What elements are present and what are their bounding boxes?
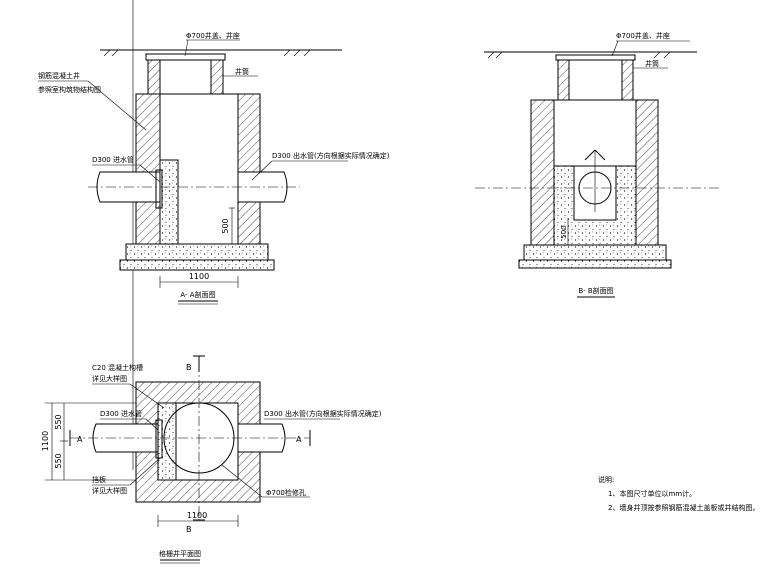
dim-500-b: 500 bbox=[560, 225, 568, 238]
neck-wall-left-b bbox=[557, 59, 570, 101]
well-wall-left bbox=[135, 93, 161, 245]
dim-1100: 1100 bbox=[189, 272, 209, 281]
neck-wall-left bbox=[147, 59, 161, 95]
plan-dim-width: 1100 bbox=[187, 511, 207, 520]
plan-view: A A B B 1100 550 550 1100 C20 混凝土构槽 详见大样… bbox=[41, 355, 382, 564]
manhole-label: Φ700检修孔 bbox=[266, 488, 306, 497]
base-slab-b bbox=[523, 244, 667, 261]
notes-line-1: 1、本图尺寸单位以mm计。 bbox=[608, 489, 696, 498]
outlet-label: D300 出水管(方向根据实际情况确定) bbox=[272, 151, 390, 160]
well-wall-right-b bbox=[635, 99, 659, 246]
baffle bbox=[155, 169, 163, 209]
baffle-label-1: 挡板 bbox=[92, 475, 106, 484]
cover-label: Φ700井盖、井座 bbox=[186, 31, 240, 40]
section-b-b: 500 Φ700井盖、井座 井筒 B- B剖面图 bbox=[475, 31, 720, 298]
dim-500: 500 bbox=[221, 218, 230, 233]
plan-inlet-label: D300 进水管 bbox=[100, 409, 142, 418]
notes-line-2: 2、墙身井顶按参照钢筋混凝土盖板或井结构图。 bbox=[608, 503, 759, 512]
inlet-label: D300 进水管 bbox=[92, 155, 134, 164]
plan-outlet-pipe bbox=[237, 423, 286, 453]
plan-title: 格栅井平面图 bbox=[159, 549, 201, 558]
dim-half-bottom: 550 bbox=[54, 453, 63, 468]
dim-total: 1100 bbox=[41, 431, 50, 451]
well-wall-left-b bbox=[530, 99, 555, 246]
section-b-title: B- B剖面图 bbox=[578, 286, 613, 295]
cushion-slab-b bbox=[518, 259, 672, 269]
section-a-a: 500 1100 Φ700井盖、井座 井筒 钢筋混凝土井 参照室构筑物结构图 D… bbox=[38, 31, 390, 305]
dim-half-top: 550 bbox=[54, 414, 63, 429]
neck-label-b: 井筒 bbox=[645, 59, 659, 68]
baffle-label-2: 详见大样图 bbox=[92, 486, 127, 495]
neck-label: 井筒 bbox=[235, 67, 249, 76]
cut-b-top: B bbox=[186, 363, 192, 372]
neck-wall-right-b bbox=[621, 59, 634, 101]
cut-b-bottom: B bbox=[186, 525, 192, 534]
plan-wall-label-2: 详见大样图 bbox=[92, 374, 127, 383]
base-slab bbox=[125, 243, 269, 261]
cushion-slab bbox=[119, 259, 275, 271]
cover-frame-b bbox=[555, 54, 636, 61]
well-wall-right bbox=[237, 93, 261, 245]
plan-baffle bbox=[155, 419, 163, 459]
wall-label-2: 参照室构筑物结构图 bbox=[38, 85, 101, 94]
cut-a-right: A bbox=[296, 435, 302, 444]
neck-wall-right bbox=[210, 59, 224, 95]
plan-wall bbox=[135, 381, 261, 503]
plan-outlet-label: D300 出水管(方向根据实际情况确定) bbox=[264, 409, 382, 418]
notes-heading: 说明: bbox=[598, 475, 614, 484]
plan-wall-label-1: C20 混凝土构槽 bbox=[92, 363, 143, 372]
concrete-grille-block bbox=[159, 159, 179, 245]
wall-label-1: 钢筋混凝土井 bbox=[38, 71, 80, 80]
cover-label-b: Φ700井盖、井座 bbox=[616, 31, 670, 40]
outlet-pipe bbox=[237, 171, 288, 203]
section-a-title: A- A剖面图 bbox=[180, 290, 215, 299]
cut-a-left: A bbox=[77, 435, 83, 444]
notes: 说明: 1、本图尺寸单位以mm计。 2、墙身井顶按参照钢筋混凝土盖板或井结构图。 bbox=[598, 475, 759, 512]
